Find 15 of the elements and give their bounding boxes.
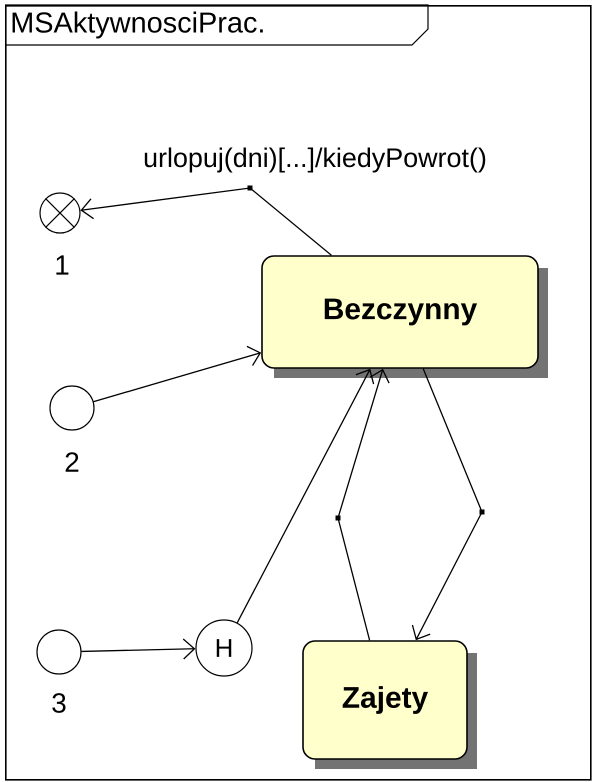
transition-arrow	[82, 638, 196, 660]
point-number: 1	[56, 255, 68, 275]
transition-arrow	[412, 368, 484, 640]
exit-circle	[39, 192, 81, 234]
transition-arrow	[336, 368, 390, 640]
entry-circle	[49, 385, 95, 431]
point-number: 2	[66, 452, 78, 472]
state-box: Zajety	[302, 640, 477, 769]
edge-label: urlopuj(dni)[...]/kiedyPowrot()	[142, 146, 488, 174]
entry-circle	[36, 629, 82, 675]
point-number: 3	[52, 693, 66, 713]
state-box: Bezczynny	[261, 255, 548, 378]
transition-arrow	[236, 368, 374, 623]
transition-arrow	[94, 346, 262, 402]
transition-arrow	[80, 186, 332, 256]
